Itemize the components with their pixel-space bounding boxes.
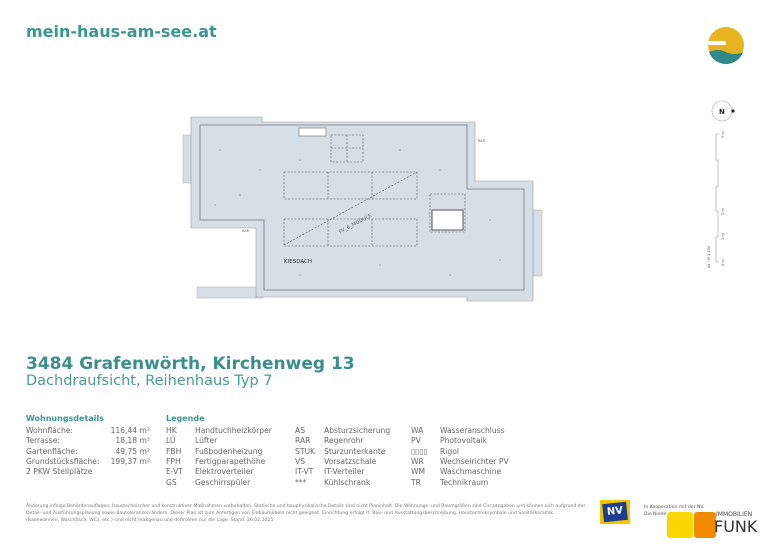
legend-abbreviation: WM (411, 467, 426, 477)
detail-row: Gartenfläche: 49,75 m² (26, 447, 150, 457)
detail-value: 18,18 m² (115, 436, 150, 446)
legend-description: Absturzsicherung (324, 426, 391, 435)
roof-plan: PV_6_MODULE KIESDACH RAR RAR N A4 / M 1:… (182, 100, 735, 302)
legend-abbreviation: STUK (295, 446, 315, 456)
legend-abbreviation: *** (295, 477, 307, 487)
detail-label: Gartenfläche: (26, 446, 78, 456)
legend-description: Wechselrichter PV (440, 456, 509, 466)
coop-text: In Kooperation mit der NV. Die Niede (644, 504, 704, 518)
funk-brand: FUNK (714, 517, 758, 536)
rar-label: RAR (242, 229, 250, 233)
site-url: mein-haus-am-see.at (26, 22, 217, 41)
legend-abbreviation: FBH (166, 446, 182, 456)
disclaimer: Änderung infolge Behördenauflagen, haust… (26, 504, 586, 523)
parking-info: 2 PKW Stellplätze (26, 467, 93, 477)
legend-description: Sturzunterkante (324, 446, 386, 456)
legend-description: Lüfter (195, 436, 218, 446)
legend-abbreviation: HK (166, 426, 177, 435)
coop-line: In Kooperation mit der NV. (644, 505, 705, 510)
legend-description: Vorsatzschale (324, 456, 377, 466)
rar-label: RAR (478, 139, 486, 143)
legend-description: Fußbodenheizung (195, 446, 263, 456)
detail-value: 199,37 m² (110, 456, 150, 466)
detail-value: 49,75 m² (115, 446, 150, 456)
scale-tick: 0 m (721, 259, 725, 266)
funk-small: IMMOBILIEN (716, 511, 753, 518)
detail-label: Terrasse: (26, 436, 60, 446)
detail-row: Grundstücksfläche: 199,37 m² (26, 457, 150, 467)
address-title: 3484 Grafenwörth, Kirchenweg 13 (26, 354, 355, 374)
legend-abbreviation: RAR (295, 436, 311, 446)
scale-bar (715, 133, 719, 263)
legend-abbreviation: E-VT (166, 467, 183, 477)
legend-abbreviation: WR (411, 456, 424, 466)
details-heading: Wohnungsdetails (26, 414, 104, 423)
legend-description: Regenrohr (324, 436, 364, 446)
scale-label: A4 / M 1:100 (707, 246, 711, 268)
coop-line: Die Niede (644, 512, 667, 517)
legend-description: Wasseranschluss (440, 426, 505, 435)
north-label: N (719, 108, 725, 116)
legend-abbreviation: PV (411, 436, 421, 446)
legend-abbreviation: TR (411, 477, 421, 487)
legend-description: Handtuchheizkörper (195, 426, 272, 435)
legend-description: Photovoltaik (440, 436, 488, 446)
detail-label: Wohnfläche: (26, 426, 73, 435)
detail-row: Terrasse: 18,18 m² (26, 436, 150, 446)
legend-heading: Legende (166, 414, 205, 423)
legend-description: Elektroverteiler (195, 467, 254, 477)
nv-logo-text: NV (602, 501, 628, 523)
legend-description: Kühlschrank (324, 477, 371, 487)
legend-description: Fertigparapethöhe (195, 456, 266, 466)
scale-tick: 1 m (721, 233, 725, 240)
details-list: Wohnfläche: 116,44 m² Terrasse: 18,18 m² G… (26, 426, 150, 477)
legend-abbreviation: FPH (166, 456, 181, 466)
detail-value: 116,44 m² (110, 426, 150, 435)
legend-abbreviation: WA (411, 426, 424, 435)
brand-logo (706, 27, 744, 65)
scale-tick: 5 m (721, 131, 725, 138)
legend-abbreviation: IT-VT (295, 467, 314, 477)
legend-abbreviation: GS (166, 477, 177, 487)
legend-description: Geschirrspüler (195, 477, 251, 487)
legend-description: Technikraum (440, 477, 489, 487)
scale-tick: 2 m (721, 208, 725, 215)
plan-subtitle: Dachdraufsicht, Reihenhaus Typ 7 (26, 373, 273, 389)
funk-logo-yellow (667, 512, 693, 538)
funk-logo-orange (694, 512, 716, 538)
legend-description: Rigol (440, 446, 459, 456)
nv-logo: NV (600, 500, 630, 524)
legend-abbreviation: ▯▯▯▯ (411, 446, 428, 456)
legend-description: Waschmaschine (440, 467, 502, 477)
detail-label: Grundstücksfläche: (26, 456, 100, 466)
detail-row: Wohnfläche: 116,44 m² (26, 426, 150, 436)
roof-label: KIESDACH (284, 259, 312, 265)
legend-abbreviation: LÜ (166, 436, 176, 446)
legend-description: IT-Verteiler (324, 467, 365, 477)
legend-abbreviation: AS (295, 426, 306, 435)
legend-abbreviation: VS (295, 456, 306, 466)
